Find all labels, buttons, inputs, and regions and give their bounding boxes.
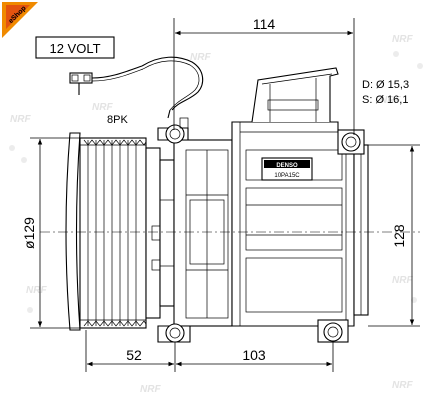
watermark-text: NRF — [10, 114, 31, 125]
nameplate-model: 10PA15C — [274, 173, 300, 179]
dimension-52: 52 — [126, 347, 142, 363]
front-housing — [157, 117, 233, 343]
dimension-129: ø129 — [21, 217, 37, 249]
watermark-text: NRF — [392, 380, 413, 391]
dimension-pulley-offset: 52 — [85, 330, 176, 372]
dimension-114: 114 — [253, 16, 276, 32]
dimension-height: 128 — [368, 144, 420, 327]
dimension-103: 103 — [242, 347, 266, 363]
dimension-pulley-diameter: ø129 — [21, 137, 80, 329]
watermark-text: NRF — [190, 52, 211, 63]
watermark-text: NRF — [380, 95, 401, 106]
watermark-text: NRF — [92, 102, 113, 113]
suction-label: S: Ø 16,1 — [362, 94, 408, 106]
dimension-128: 128 — [391, 224, 407, 248]
service-ports — [251, 67, 339, 123]
nameplate: DENSO 10PA15C — [261, 157, 313, 181]
eshop-logo: eShop — [2, 2, 38, 38]
discharge-label: D: Ø 15,3 — [362, 79, 409, 91]
watermark-text: NRF — [26, 285, 47, 296]
electrical-connector — [69, 56, 204, 119]
dimension-mount-spacing: 103 — [176, 342, 334, 372]
belt-label: 8PK — [107, 114, 128, 126]
watermark-text: NRF — [392, 34, 413, 45]
watermark-text: NRF — [392, 275, 413, 286]
nameplate-brand: DENSO — [276, 163, 298, 169]
clutch-pulley — [65, 132, 175, 331]
dimension-overall-length: 114 — [173, 16, 355, 135]
pulley-grooves — [80, 139, 147, 327]
voltage-label: 12 VOLT — [49, 41, 100, 56]
watermark-text: NRF — [140, 384, 161, 395]
voltage-box: 12 VOLT — [35, 36, 115, 59]
